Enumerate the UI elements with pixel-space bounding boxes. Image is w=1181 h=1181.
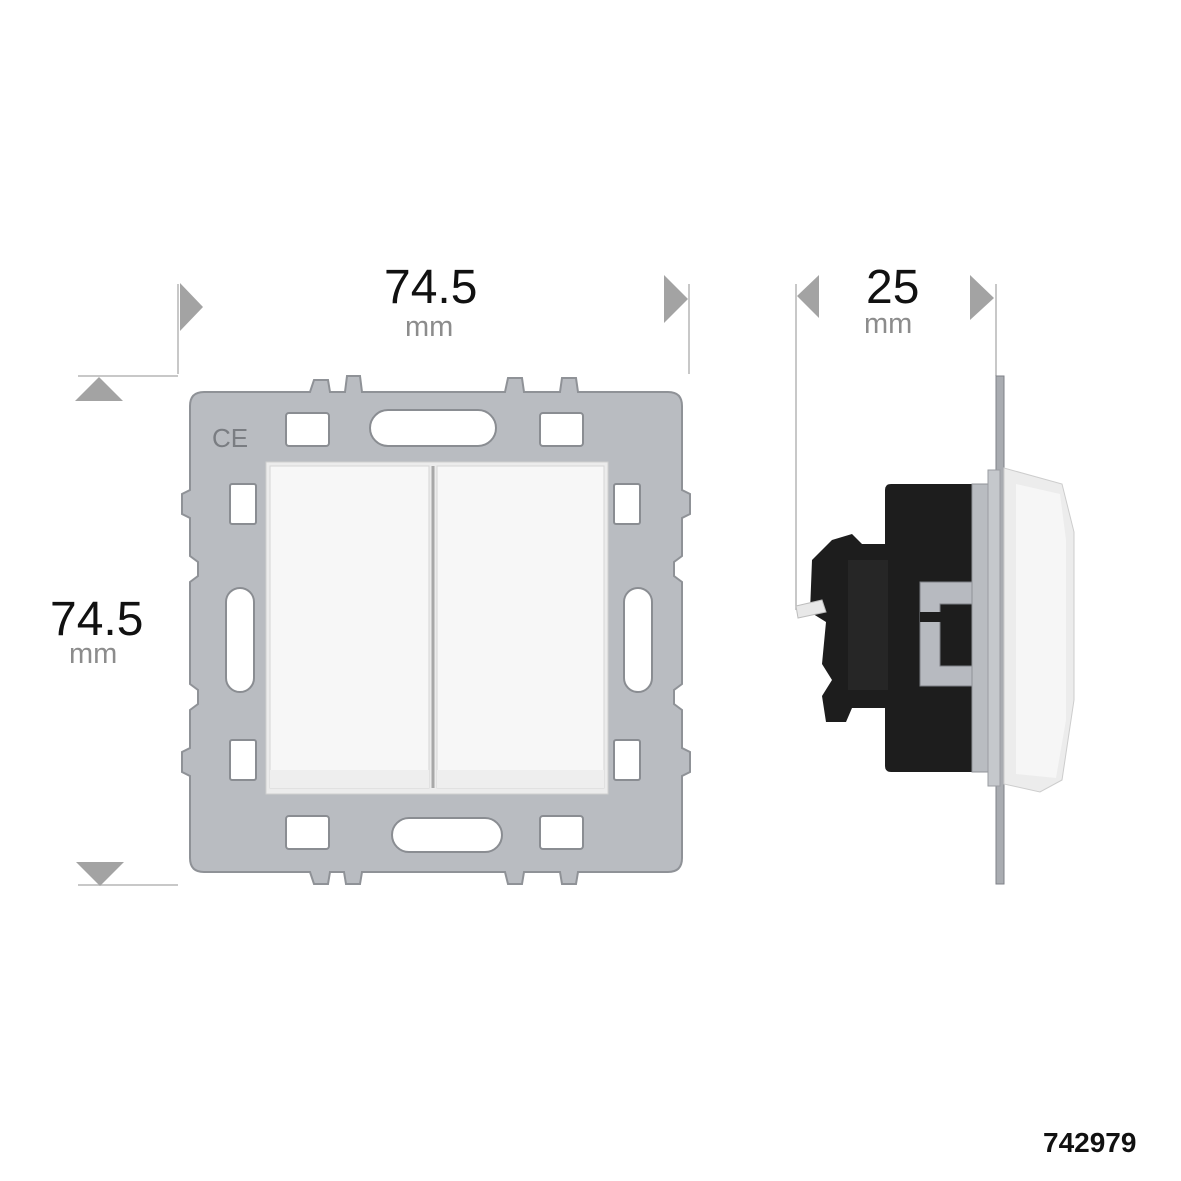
wire-entry <box>795 599 827 619</box>
front-width-unit: mm <box>405 311 454 343</box>
front-height-value: 74.5 <box>50 593 144 646</box>
plate-clip-slot <box>229 483 257 525</box>
dimension-arrow-icon <box>664 275 688 323</box>
front-width-value: 74.5 <box>384 261 478 314</box>
ce-mark-icon: CE <box>212 423 248 453</box>
dimension-arrow-icon <box>970 275 994 320</box>
dimension-arrow-icon <box>797 275 819 318</box>
product-reference: 742979 <box>1043 1127 1137 1158</box>
left-rocker <box>269 465 430 789</box>
plate-clip-slot <box>613 483 641 525</box>
front-height-unit: mm <box>69 638 118 670</box>
plate-clip-slot <box>229 739 257 781</box>
plate-slot <box>539 815 584 850</box>
plate-keyhole <box>391 817 503 853</box>
side-view-switch <box>795 375 1075 885</box>
dimension-arrow-icon <box>75 377 123 401</box>
plate-keyhole <box>369 409 497 447</box>
plate-slot <box>285 815 330 850</box>
front-view-switch: CE <box>181 375 691 885</box>
plate-clip-slot <box>613 739 641 781</box>
mechanism-body <box>810 484 978 772</box>
dimension-arrow-icon <box>76 862 124 886</box>
plate-keyhole <box>225 587 255 693</box>
plate-edge <box>971 483 989 773</box>
plate-slot <box>539 412 584 447</box>
side-depth-value: 25 <box>866 261 920 314</box>
side-depth-unit: mm <box>864 308 913 340</box>
dimension-arrow-icon <box>180 283 203 331</box>
plate-slot <box>285 412 330 447</box>
plate-keyhole <box>623 587 653 693</box>
rocker-pair <box>265 461 609 795</box>
right-rocker <box>436 465 605 789</box>
dimension-guide-lines <box>78 284 997 886</box>
